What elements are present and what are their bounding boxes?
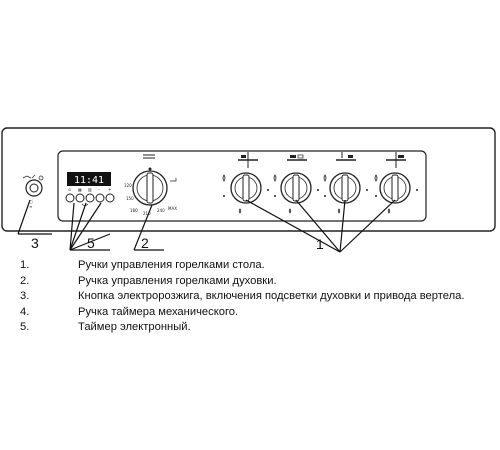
scale-label: 150 xyxy=(126,196,134,201)
large-flame-icon xyxy=(323,174,327,182)
svg-text:≡: ≡ xyxy=(29,204,32,209)
burner-position-icon xyxy=(238,152,258,168)
small-flame-icon xyxy=(337,208,341,214)
burner-knob-3[interactable] xyxy=(323,152,368,214)
small-flame-icon xyxy=(288,208,292,214)
svg-text:+: + xyxy=(108,187,111,192)
burner-knob-1[interactable] xyxy=(222,152,269,214)
large-flame-icon xyxy=(374,174,378,182)
callout-3-label: 3 xyxy=(31,235,39,251)
callout-1-label: 1 xyxy=(316,236,324,252)
timer-button-plus[interactable] xyxy=(105,193,115,203)
burner-position-icon xyxy=(386,152,406,168)
legend-item: 4. Ручка таймера механического. xyxy=(20,305,498,321)
legend-item: 1. Ручки управления горелками стола. xyxy=(20,258,498,274)
legend-item: 5. Таймер электронный. xyxy=(20,320,498,336)
callout-leaders xyxy=(17,199,396,253)
burner-knob-2[interactable] xyxy=(273,154,319,214)
oven-symbol-icon xyxy=(143,154,155,159)
lamp-icon xyxy=(22,174,36,179)
burner-position-icon xyxy=(336,152,356,161)
timer-button-2[interactable] xyxy=(75,193,85,203)
scale-label: 120 xyxy=(124,183,132,188)
legend-number: 5. xyxy=(20,321,30,334)
legend-text: Ручка управления горелками духовки. xyxy=(78,274,277,287)
legend-number: 4. xyxy=(20,305,30,318)
small-flame-icon xyxy=(238,208,242,214)
legend-item: 3. Кнопка электророзжига, включения подс… xyxy=(20,289,498,305)
legend-text: Ручки управления горелками стола. xyxy=(78,259,265,271)
panel-frame xyxy=(1,127,496,232)
legend-number: 3. xyxy=(20,290,30,303)
legend-text: Кнопка электророзжига, включения подсвет… xyxy=(78,290,465,303)
legend-number: 2. xyxy=(20,274,30,287)
spark-icon xyxy=(38,175,44,181)
legend-list: 1. Ручки управления горелками стола. 2. … xyxy=(20,258,498,336)
large-flame-icon xyxy=(222,174,226,182)
scale-label: 180 xyxy=(130,208,138,213)
ignition-button[interactable]: ▢ ≡ xyxy=(22,174,44,209)
svg-text:▥: ▥ xyxy=(88,187,92,192)
legend-text: Таймер электронный. xyxy=(78,321,191,334)
svg-text:⊙: ⊙ xyxy=(68,187,71,192)
scale-label: MAX xyxy=(168,206,177,211)
callout-5-label: 5 xyxy=(87,235,95,251)
oven-knob[interactable]: 120 150 180 210 240 MAX xyxy=(124,154,177,216)
svg-text:▦: ▦ xyxy=(78,187,82,192)
legend-number: 1. xyxy=(20,259,30,271)
burner-knob-4[interactable] xyxy=(374,152,418,214)
timer-button-minus[interactable] xyxy=(95,193,105,203)
timer-display xyxy=(67,172,111,186)
burner-position-icon xyxy=(287,154,307,161)
svg-text:–: – xyxy=(98,187,100,192)
callout-2-label: 2 xyxy=(141,235,149,251)
electronic-timer: 11:41 ⊙ ▦ ▥ – + xyxy=(65,172,115,206)
scale-label: 210 xyxy=(143,211,151,216)
small-flame-icon xyxy=(387,208,391,214)
timer-digits: 11:41 xyxy=(74,175,104,186)
timer-button-3[interactable] xyxy=(85,193,95,203)
scale-label: 240 xyxy=(157,208,165,213)
large-flame-icon xyxy=(273,174,277,182)
legend-item: 2. Ручка управления горелками духовки. xyxy=(20,274,498,290)
legend-text: Ручка таймера механического. xyxy=(78,305,239,318)
control-strip xyxy=(57,150,427,222)
timer-button-1[interactable] xyxy=(65,193,75,203)
svg-text:▢: ▢ xyxy=(29,199,33,204)
